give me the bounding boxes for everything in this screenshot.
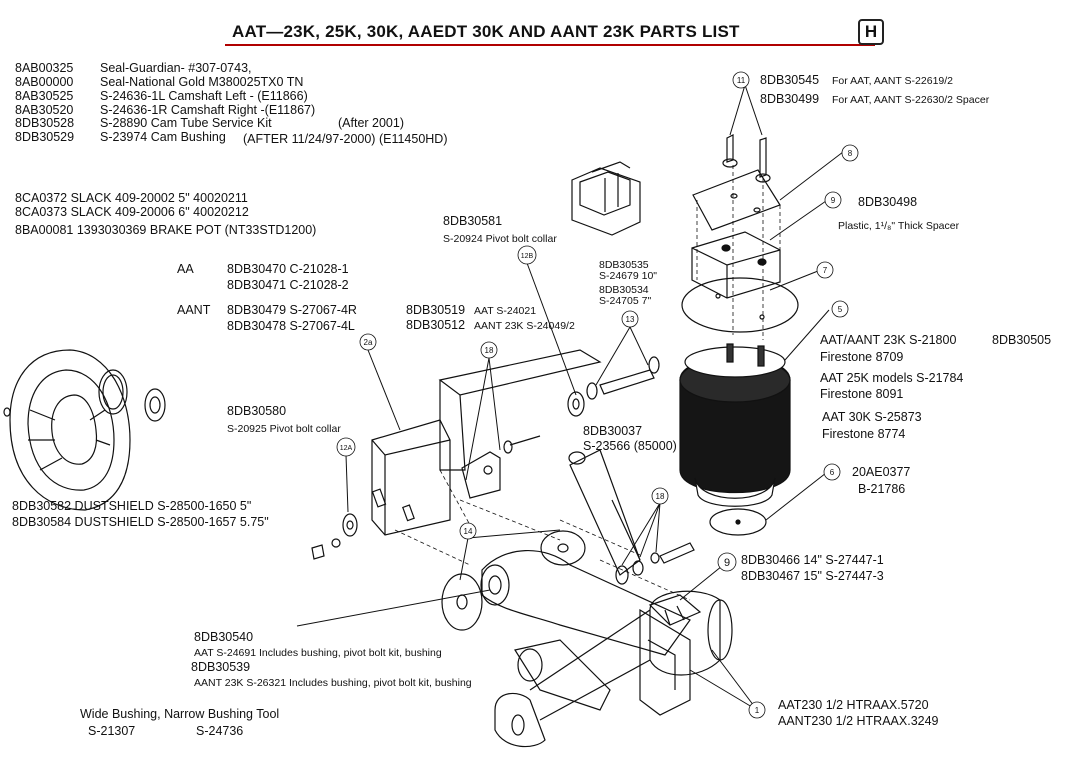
part-pn: 8DB30528 xyxy=(15,116,75,130)
aa-line-2: 8DB30471 C-21028-2 xyxy=(227,278,349,292)
part-pn: 8DB30529 xyxy=(15,130,75,144)
pn-545: 8DB30545 xyxy=(760,73,820,87)
pn-466: 8DB30466 14" S-27447-1 xyxy=(741,553,884,567)
airspring-row-1-pn: 8DB30505 xyxy=(992,333,1052,347)
callout-8: 8 xyxy=(848,149,853,158)
part-desc: S-28890 Cam Tube Service Kit xyxy=(100,116,272,130)
pn-499: 8DB30499 xyxy=(760,92,820,106)
callout-12b: 12B xyxy=(521,253,534,260)
pn-540: 8DB30540 xyxy=(194,630,254,644)
bushing-tool-heading: Wide Bushing, Narrow Bushing Tool xyxy=(80,707,280,721)
airspring-row-2: Firestone 8709 xyxy=(820,350,904,364)
pivot-580-desc: S-20925 Pivot bolt collar xyxy=(227,423,341,435)
pn-20ae-desc: B-21786 xyxy=(858,482,906,496)
pn-512-desc: AANT 23K S-24049/2 xyxy=(474,320,575,332)
pivot-581-pn: 8DB30581 xyxy=(443,214,503,228)
part-desc: S-23974 Cam Bushing xyxy=(100,130,226,144)
bolt-535-line-1: 8DB30535 xyxy=(599,259,649,271)
part-desc: S-24636-1R Camshaft Right -(E11867) xyxy=(100,103,316,117)
dustshield-line-2: 8DB30584 DUSTSHIELD S-28500-1657 5.75" xyxy=(12,515,269,529)
part-note: (AFTER 11/24/97-2000) (E11450HD) xyxy=(243,132,448,146)
pn-539: 8DB30539 xyxy=(191,660,251,674)
pn-540-desc: AAT S-24691 Includes bushing, pivot bolt… xyxy=(194,647,442,659)
airspring-row-6: Firestone 8774 xyxy=(822,427,906,441)
pn-20ae: 20AE0377 xyxy=(852,465,911,479)
shock-pn: 8DB30037 xyxy=(583,424,643,438)
brand-logo: H xyxy=(858,19,884,45)
aa-label: AA xyxy=(177,262,194,276)
dustshield-line-1: 8DB30582 DUSTSHIELD S-28500-1650 5" xyxy=(12,499,252,513)
airspring-row-5: AAT 30K S-25873 xyxy=(822,410,922,424)
page-title: AAT—23K, 25K, 30K, AAEDT 30K AND AANT 23… xyxy=(232,22,740,41)
pn-519-desc: AAT S-24021 xyxy=(474,305,537,317)
aant-line-2: 8DB30478 S-27067-4L xyxy=(227,319,355,333)
axle-line-2: AANT230 1/2 HTRAAX.3249 xyxy=(778,714,939,728)
bolt-535-line-3: 8DB30534 xyxy=(599,284,649,296)
callout-12a: 12A xyxy=(340,445,353,452)
aant-label: AANT xyxy=(177,303,211,317)
airspring-row-1: AAT/AANT 23K S-21800 xyxy=(820,333,957,347)
pn-499-desc: For AAT, AANT S-22630/2 Spacer xyxy=(832,94,990,106)
pn-467: 8DB30467 15" S-27447-3 xyxy=(741,569,884,583)
brake-pot-line: 8BA00081 1393030369 BRAKE POT (NT33STD12… xyxy=(15,223,317,237)
dustshield-drawing xyxy=(3,349,131,511)
shock-desc: S-23566 (85000) xyxy=(583,439,677,453)
title-underline xyxy=(225,44,875,46)
callout-2a: 2a xyxy=(364,338,373,347)
pn-498-desc: Plastic, 1¹/₈" Thick Spacer xyxy=(838,220,960,232)
part-desc: Seal-Guardian- #307-0743, xyxy=(100,61,252,75)
slack-line-1: 8CA0372 SLACK 409-20002 5" 40020211 xyxy=(15,191,248,205)
part-pn: 8AB00325 xyxy=(15,61,74,75)
wide-bushing-pn: S-21307 xyxy=(88,724,136,738)
airspring-row-3: AAT 25K models S-21784 xyxy=(820,371,964,385)
part-desc: S-24636-1L Camshaft Left - (E11866) xyxy=(100,89,308,103)
pn-498: 8DB30498 xyxy=(858,195,918,209)
pn-512: 8DB30512 xyxy=(406,318,466,332)
callout-6: 6 xyxy=(830,468,835,477)
pn-545-desc: For AAT, AANT S-22619/2 xyxy=(832,75,954,87)
aant-line-1: 8DB30479 S-27067-4R xyxy=(227,303,357,317)
part-pn: 8AB30520 xyxy=(15,103,74,117)
pivot-581-desc: S-20924 Pivot bolt collar xyxy=(443,233,557,245)
airspring-row-4: Firestone 8091 xyxy=(820,387,904,401)
pn-539-desc: AANT 23K S-26321 Includes bushing, pivot… xyxy=(194,677,472,689)
part-note: (After 2001) xyxy=(338,116,405,130)
bolt-535-line-2: S-24679 10" xyxy=(599,270,658,282)
callout-18-bottom: 18 xyxy=(656,492,665,501)
callout-18-top: 18 xyxy=(485,346,494,355)
part-desc: Seal-National Gold M380025TX0 TN xyxy=(100,75,304,89)
slack-line-2: 8CA0373 SLACK 409-20006 6" 40020212 xyxy=(15,205,249,219)
callout-13: 13 xyxy=(626,315,635,324)
callout-1: 1 xyxy=(755,706,760,715)
pn-519: 8DB30519 xyxy=(406,303,466,317)
pivot-580-pn: 8DB30580 xyxy=(227,404,287,418)
axle-line-1: AAT230 1/2 HTRAAX.5720 xyxy=(778,698,929,712)
part-pn: 8AB30525 xyxy=(15,89,74,103)
part-pn: 8AB00000 xyxy=(15,75,74,89)
callout-7: 7 xyxy=(823,266,828,275)
aa-line-1: 8DB30470 C-21028-1 xyxy=(227,262,349,276)
callout-11: 11 xyxy=(737,76,746,85)
callout-9-bottom: 9 xyxy=(724,557,730,569)
narrow-bushing-pn: S-24736 xyxy=(196,724,244,738)
callout-9-top: 9 xyxy=(831,196,836,205)
bolt-535-line-4: S-24705 7" xyxy=(599,295,652,307)
callout-5: 5 xyxy=(838,305,843,314)
callout-14: 14 xyxy=(464,527,473,536)
